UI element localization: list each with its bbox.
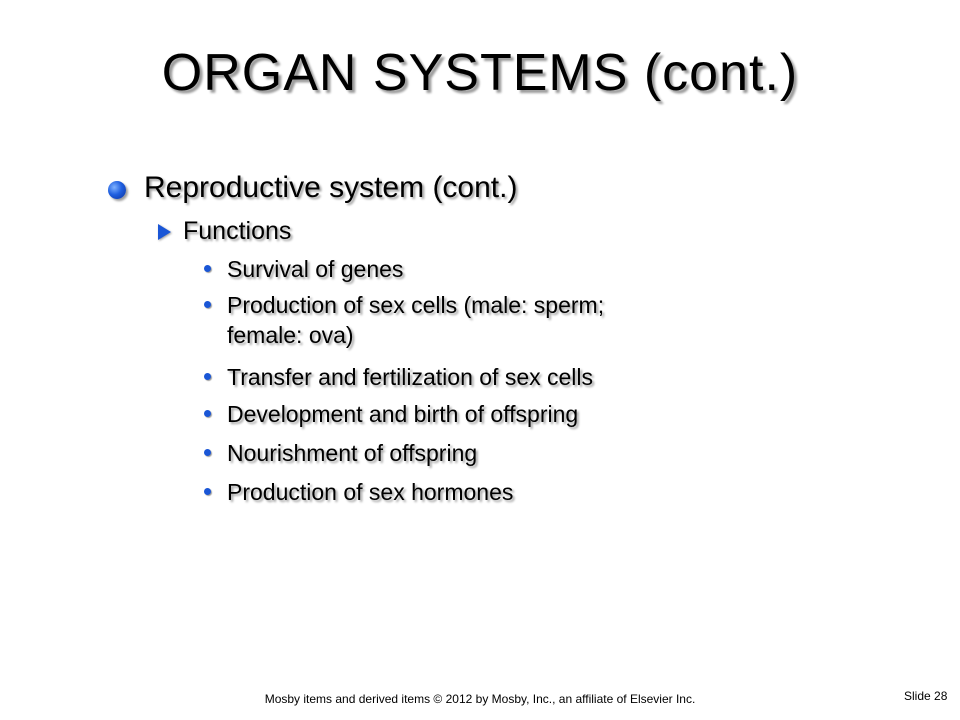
blue-sphere-bullet-icon	[108, 181, 126, 199]
bullet-level1: Reproductive system (cont.)	[108, 168, 517, 208]
blue-dot-bullet-icon	[204, 488, 211, 495]
bullet-level2: Functions	[158, 214, 291, 248]
list-item-text: Development and birth of offspring	[227, 401, 579, 427]
list-item: Survival of genes	[204, 254, 403, 284]
list-item: Production of sex cells (male: sperm; fe…	[204, 290, 604, 350]
blue-dot-bullet-icon	[204, 301, 211, 308]
list-item-text: Production of sex cells (male: sperm;	[227, 292, 605, 318]
list-item-text-continued: female: ova)	[227, 322, 354, 348]
bullet-level1-text: Reproductive system (cont.)	[144, 171, 518, 204]
list-item: Nourishment of offspring	[204, 438, 477, 468]
blue-arrowhead-bullet-icon	[158, 224, 171, 240]
slide-number: Slide 28	[904, 689, 948, 703]
list-item-text: Production of sex hormones	[227, 479, 514, 505]
blue-dot-bullet-icon	[204, 373, 211, 380]
bullet-level2-text: Functions	[183, 216, 292, 245]
slide-title: ORGAN SYSTEMS (cont.)	[161, 44, 799, 102]
blue-dot-bullet-icon	[204, 265, 211, 272]
blue-dot-bullet-icon	[204, 449, 211, 456]
copyright-footer: Mosby items and derived items © 2012 by …	[264, 692, 696, 706]
list-item-text: Nourishment of offspring	[227, 440, 478, 466]
list-item: Development and birth of offspring	[204, 399, 578, 429]
list-item-text: Transfer and fertilization of sex cells	[227, 364, 594, 390]
list-item: Transfer and fertilization of sex cells	[204, 362, 593, 392]
blue-dot-bullet-icon	[204, 410, 211, 417]
list-item-text: Survival of genes	[227, 256, 404, 282]
list-item: Production of sex hormones	[204, 477, 513, 507]
